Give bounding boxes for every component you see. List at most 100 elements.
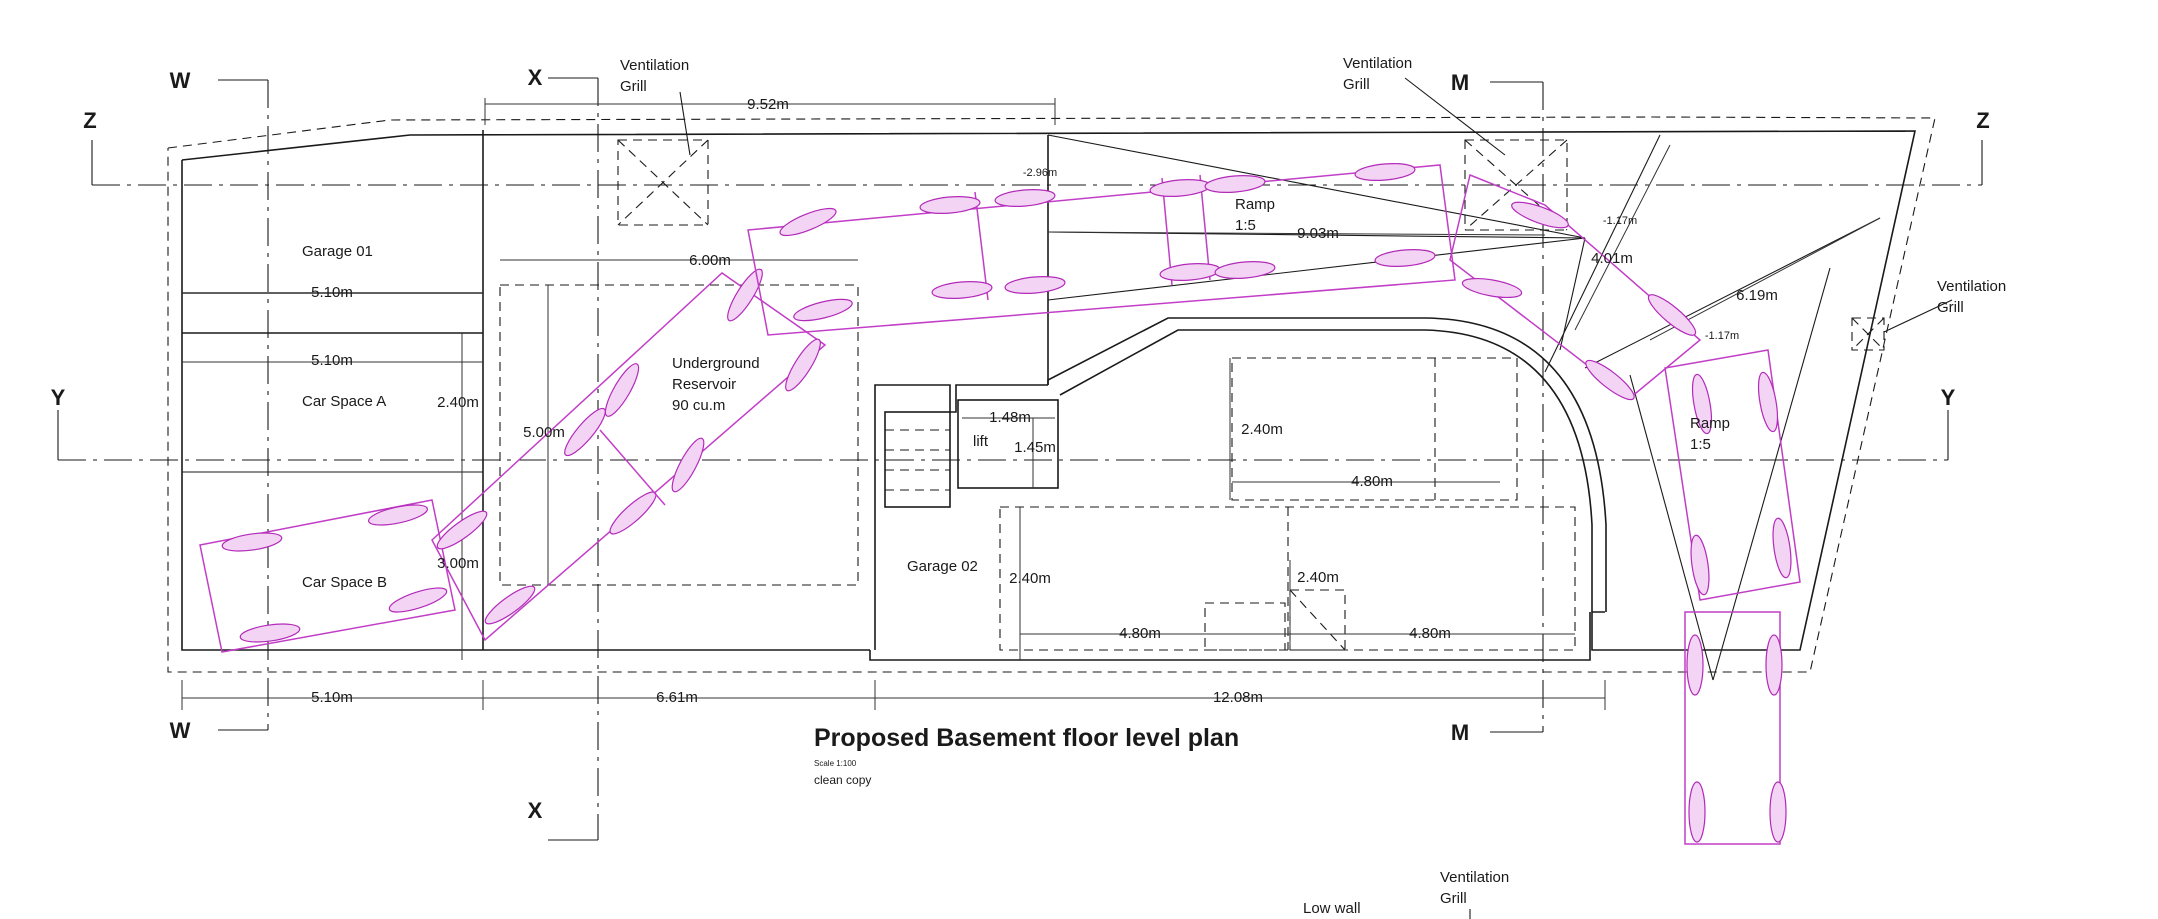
curved-wall-inner <box>1059 329 1593 612</box>
dim-text-952: 9.52m <box>747 96 789 113</box>
vehicle-turn-wheel-4 <box>609 491 657 535</box>
vehicle-lower-ramp-outline <box>1664 349 1801 601</box>
vehicle-lower-ramp <box>1664 349 1801 601</box>
vehicle-ramp-axle-3 <box>1199 174 1211 281</box>
vehicle-ramp-wheel-2 <box>793 298 853 322</box>
ramp-upper-lines <box>1047 134 1881 681</box>
vehicle-exit-wheel-2 <box>1765 634 1783 696</box>
grill-3-diag-b <box>1851 317 1885 351</box>
room-label-garage02: Garage 02 <box>907 558 978 575</box>
dim-text-510-base: 5.10m <box>311 689 353 706</box>
section-lines <box>57 77 1983 841</box>
parking-bay-box-diag <box>1289 589 1346 651</box>
plan-scale: Scale 1:100 <box>814 759 857 768</box>
vehicle-ramp-wheel-6 <box>1004 276 1066 294</box>
room-label-ramp-lower: Ramp <box>1690 415 1730 432</box>
dim-text-148: 1.48m <box>989 409 1031 426</box>
room-label-garage01: Garage 01 <box>302 243 373 260</box>
vehicle-turn-wheel-2 <box>484 585 536 625</box>
dim-text-117-lower: -1.17m <box>1705 330 1739 342</box>
parking-bay-upper <box>1231 357 1518 501</box>
vehicle-ramp-wheel-3 <box>919 196 981 214</box>
vehicle-ramp-wheel-5 <box>994 189 1056 207</box>
room-label-ramp-upper: Ramp <box>1235 196 1275 213</box>
vent-label-4a: Ventilation <box>1440 869 1509 886</box>
dim-text-480-left: 4.80m <box>1119 625 1161 642</box>
vent-label-2b: Grill <box>1343 76 1370 93</box>
section-label-x-bottom: X <box>528 798 543 823</box>
section-label-z-left: Z <box>83 108 96 133</box>
dim-text-619: 6.19m <box>1736 287 1778 304</box>
vehicle-turn-wheel-7 <box>727 268 763 322</box>
section-label-w-bottom: W <box>170 718 191 743</box>
vehicle-car-space-b <box>199 499 456 653</box>
dim-text-240-box: 2.40m <box>1297 569 1339 586</box>
vehicle-ramp-wheel-9 <box>1204 175 1266 193</box>
garage02-bottom-wall <box>869 612 1591 661</box>
ramp-right-lower <box>1584 217 1881 369</box>
vehicle-paths <box>199 163 1801 845</box>
vehicle-b-outline <box>199 499 456 653</box>
dim-text-1208: 12.08m <box>1213 689 1263 706</box>
vehicle-lower-ramp-wheel-4 <box>1772 517 1792 579</box>
ramp-lower-left-edge <box>1629 374 1714 681</box>
room-label-reservoir-1: Underground <box>672 355 760 372</box>
section-label-m-top: M <box>1451 70 1469 95</box>
vehicle-turn-wheel-3 <box>564 407 606 457</box>
vehicle-b-wheel-1 <box>221 532 283 552</box>
labels: W W X X M M Z Z Y Y Garage 01 Car Space … <box>51 55 2006 919</box>
vehicle-ramp-outline <box>747 164 1456 336</box>
vehicle-turn-wheel-5 <box>604 363 640 417</box>
ramp-line-bottom <box>1047 237 1586 301</box>
section-label-y-left: Y <box>51 385 66 410</box>
vehicle-turn-outline <box>431 272 827 642</box>
vehicle-turning-reservoir <box>431 268 827 642</box>
dim-text-480-right: 4.80m <box>1409 625 1451 642</box>
vehicle-corner-wheel-3 <box>1647 294 1697 336</box>
room-label-ramp-lower-slope: 1:5 <box>1690 436 1711 453</box>
dim-text-500: 5.00m <box>523 424 565 441</box>
ramp-line-top <box>1047 134 1586 239</box>
parking-bay-box <box>1289 589 1346 651</box>
dim-text-401: 4.01m <box>1591 250 1633 267</box>
vehicle-turn-axle <box>599 429 666 506</box>
vehicle-ramp-wheel-8 <box>1159 263 1221 281</box>
room-label-ramp-upper-slope: 1:5 <box>1235 217 1256 234</box>
room-label-lift: lift <box>973 433 989 450</box>
vehicle-turning-corner <box>1449 173 1702 401</box>
vehicle-b-wheel-3 <box>239 623 301 643</box>
vehicle-exit-wheel-1 <box>1686 634 1704 696</box>
vehicle-ramp-wheel-1 <box>779 207 837 237</box>
vehicle-corner-wheel-4 <box>1585 359 1635 401</box>
vent-label-2a: Ventilation <box>1343 55 1412 72</box>
dim-text-480-bay: 4.80m <box>1351 473 1393 490</box>
ventilation-grill-1 <box>617 139 709 226</box>
vehicle-turn-wheel-6 <box>671 437 705 493</box>
vehicle-exit <box>1684 611 1787 845</box>
title-block: Proposed Basement floor level plan Scale… <box>814 724 1239 787</box>
grill-1-diag-b <box>617 139 709 226</box>
vehicle-lower-ramp-wheel-1 <box>1691 373 1713 435</box>
dim-text-240-bay: 2.40m <box>1241 421 1283 438</box>
section-label-x-top: X <box>528 65 543 90</box>
dimension-texts: 9.52m 6.00m 5.10m 5.10m 2.40m 5.00m 3.00… <box>311 96 1778 706</box>
vehicle-corner-wheel-2 <box>1461 277 1523 299</box>
vehicle-exit-outline <box>1684 611 1781 845</box>
low-wall-label: Low wall <box>1303 900 1361 917</box>
room-label-reservoir-3: 90 cu.m <box>672 397 725 414</box>
vent-label-3b: Grill <box>1937 299 1964 316</box>
ramp-right-inner <box>1559 237 1586 351</box>
dim-text-240-garage02: 2.40m <box>1009 570 1051 587</box>
curved-wall-outer <box>1047 317 1607 612</box>
vehicle-turn-wheel-8 <box>785 338 821 392</box>
garage02-curved-wall <box>1047 317 1607 612</box>
plan-subtitle: clean copy <box>814 773 871 787</box>
leader-vent-1 <box>679 91 691 156</box>
dim-text-300: 3.00m <box>437 555 479 572</box>
room-label-car-space-a: Car Space A <box>302 393 386 410</box>
vehicle-lower-ramp-wheel-3 <box>1690 534 1710 596</box>
vehicle-ramp-wheel-12 <box>1374 249 1436 267</box>
vehicle-exit-wheel-3 <box>1688 781 1706 843</box>
leader-vent-3 <box>1883 299 1953 333</box>
